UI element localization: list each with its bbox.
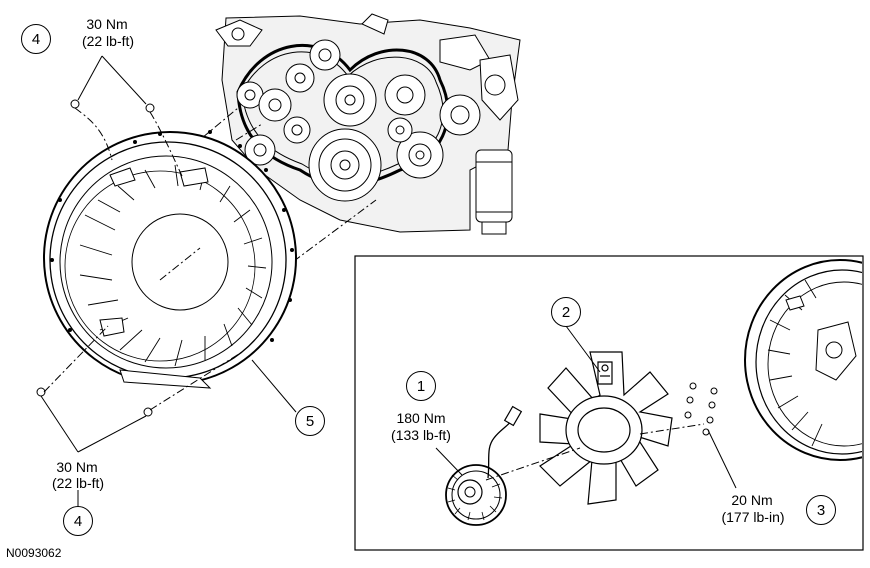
callout-3: 3: [806, 495, 836, 525]
blade-bolts: [684, 382, 718, 436]
torque-blade-nm: 20 Nm: [731, 492, 773, 508]
alignment-lines: [177, 107, 377, 291]
callout-4-top: 4: [21, 24, 51, 54]
figure-id: N0093062: [6, 546, 62, 560]
torque-top-left-nm: 30 Nm: [86, 16, 128, 32]
fan-shroud: [43, 130, 297, 389]
callout-4-bottom: 4: [63, 506, 93, 536]
inset-alignment-lines: [485, 423, 705, 481]
torque-bottom-left-lbft: (22 lb-ft): [51, 475, 105, 491]
torque-bottom-left-nm: 30 Nm: [56, 459, 98, 475]
inset-leaders: [435, 325, 737, 489]
callout-5-leader: [251, 359, 297, 413]
fan-blade: [539, 351, 673, 505]
torque-clutch-nm: 180 Nm: [396, 410, 446, 426]
engine-front-illustration: [209, 13, 521, 235]
callout-1: 1: [406, 371, 436, 401]
fan-clutch: [445, 405, 523, 526]
callout-5: 5: [295, 406, 325, 436]
torque-top-left-lbft: (22 lb-ft): [81, 33, 135, 49]
callout-2: 2: [551, 297, 581, 327]
top-shroud-bolts: [70, 55, 183, 177]
bottom-shroud-bolts: [36, 325, 243, 506]
inset-shroud: [744, 259, 862, 461]
torque-clutch-lbft: (133 lb-ft): [391, 427, 451, 443]
torque-blade-lbin: (177 lb-in): [721, 509, 785, 525]
